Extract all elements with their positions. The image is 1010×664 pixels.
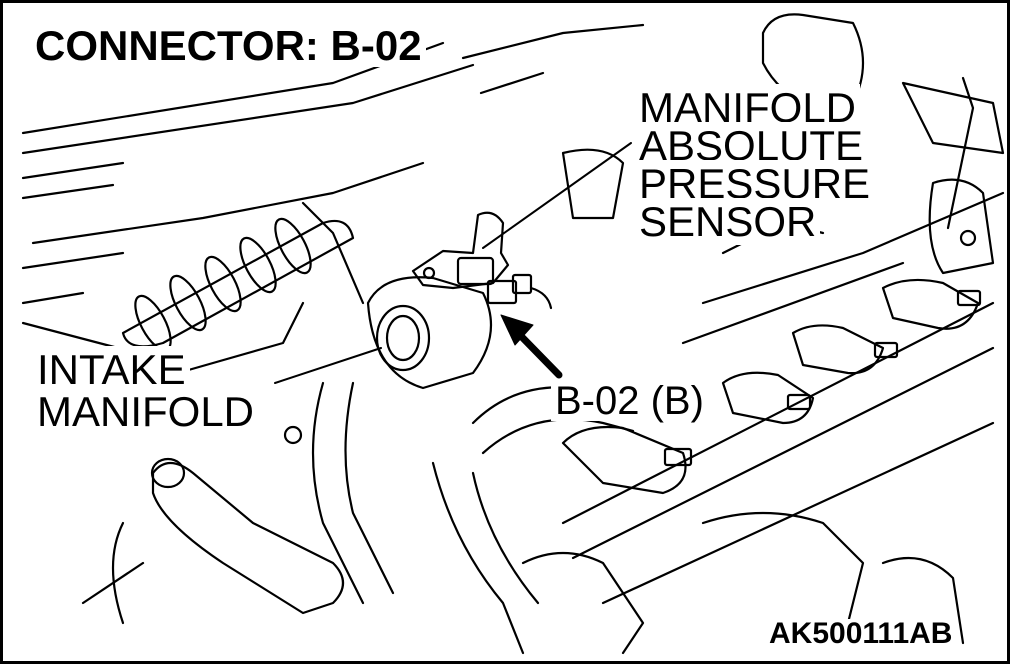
- intake-label-line-1: INTAKE: [33, 346, 190, 393]
- leader-lines: [274, 142, 632, 384]
- intake-leader-line: [274, 347, 382, 384]
- sensor-callout-label: MANIFOLD ABSOLUTE PRESSURE SENSOR: [635, 84, 875, 245]
- connector-callout-label: B-02 (B): [551, 381, 708, 421]
- center-hose: [431, 386, 965, 655]
- sensor-leader-line: [482, 142, 632, 249]
- ignition-coils: [561, 191, 1005, 605]
- connector-title: CONNECTOR: B-02: [31, 25, 426, 67]
- figure-code: AK500111AB: [765, 619, 957, 649]
- intake-callout-label: INTAKE MANIFOLD: [33, 346, 259, 435]
- intake-label-line-2: MANIFOLD: [33, 388, 259, 435]
- lower-hose: [81, 457, 345, 625]
- sensor-label-line-4: SENSOR: [635, 198, 821, 245]
- map-sensor: [411, 211, 553, 310]
- intake-manifold-body: [283, 201, 493, 605]
- connector-arrow: [500, 314, 563, 379]
